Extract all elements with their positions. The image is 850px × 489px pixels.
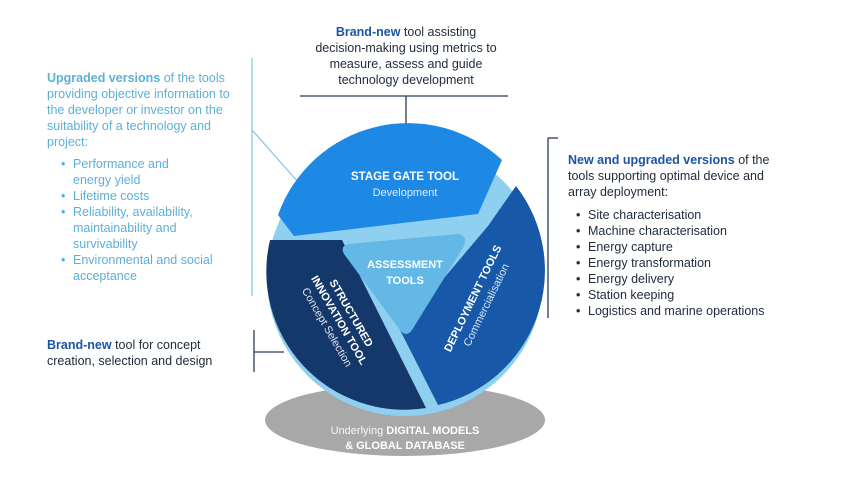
left-note-line1: Upgraded versions of the tools bbox=[47, 70, 252, 86]
right-note-line3: array deployment: bbox=[568, 185, 669, 199]
list-item: Energy delivery bbox=[576, 271, 803, 287]
list-item-line: survivability bbox=[73, 237, 138, 251]
right-note-bold: New and upgraded versions bbox=[568, 153, 735, 167]
bottom-left-note-line2: creation, selection and design bbox=[47, 354, 213, 368]
left-note: Upgraded versions of the tools providing… bbox=[47, 70, 252, 284]
list-item: Machine characterisation bbox=[576, 223, 803, 239]
left-note-line5: project: bbox=[47, 135, 88, 149]
list-item: Site characterisation bbox=[576, 207, 803, 223]
connector-lines bbox=[251, 58, 558, 372]
list-item-line: acceptance bbox=[73, 269, 137, 283]
bottom-left-note: Brand-new tool for concept creation, sel… bbox=[47, 337, 247, 369]
list-item-line: energy yield bbox=[73, 173, 141, 187]
right-note: New and upgraded versions of the tools s… bbox=[568, 152, 803, 319]
top-note-line4: technology development bbox=[338, 73, 474, 87]
deployment-segment bbox=[400, 186, 545, 405]
list-item-line: Lifetime costs bbox=[73, 189, 150, 203]
base-label-light: Underlying bbox=[331, 425, 387, 437]
top-note-line2: decision-making using metrics to bbox=[315, 41, 497, 55]
base-label-bold1: DIGITAL MODELS bbox=[386, 425, 479, 437]
assessment-label-line1: ASSESSMENT bbox=[367, 259, 443, 271]
list-item: Energy capture bbox=[576, 239, 803, 255]
list-item: Station keeping bbox=[576, 287, 803, 303]
assessment-label-line2: TOOLS bbox=[386, 275, 424, 287]
bottom-left-note-line1: Brand-new tool for concept bbox=[47, 337, 247, 353]
stage-gate-title: STAGE GATE TOOL bbox=[351, 171, 459, 183]
bottom-left-note-rest: tool for concept bbox=[111, 338, 201, 352]
list-item: Environmental and social acceptance bbox=[61, 252, 252, 284]
left-note-line3: the developer or investor on the bbox=[47, 103, 223, 117]
top-note-bold: Brand-new bbox=[335, 25, 401, 39]
top-note-line1: Brand-new tool assisting bbox=[300, 24, 512, 40]
stage-gate-segment bbox=[278, 123, 502, 236]
top-note-line3: measure, assess and guide bbox=[329, 57, 483, 71]
list-item: Reliability, availability, maintainabilit… bbox=[61, 204, 252, 252]
list-item-line: maintainability and bbox=[73, 221, 177, 235]
list-item-line: Performance and bbox=[73, 157, 169, 171]
list-item-line: Environmental and social bbox=[73, 253, 213, 267]
base-label-line1: Underlying DIGITAL MODELS bbox=[331, 425, 480, 437]
list-item: Energy transformation bbox=[576, 255, 803, 271]
base-label-bold2: & GLOBAL DATABASE bbox=[345, 440, 465, 452]
right-note-line2: tools supporting optimal device and bbox=[568, 169, 764, 183]
list-item: Logistics and marine operations bbox=[576, 303, 803, 319]
right-note-list: Site characterisation Machine characteri… bbox=[576, 207, 803, 319]
list-item-line: Reliability, availability, bbox=[73, 205, 193, 219]
left-note-line2: providing objective information to bbox=[47, 87, 230, 101]
left-note-rest: of the tools bbox=[160, 71, 225, 85]
top-note-rest: tool assisting bbox=[400, 25, 477, 39]
left-note-bold: Upgraded versions bbox=[47, 71, 161, 85]
bottom-left-note-bold: Brand-new bbox=[47, 338, 112, 352]
list-item: Performance and energy yield bbox=[61, 156, 252, 188]
stage-gate-subtitle: Development bbox=[373, 187, 438, 199]
left-note-list: Performance and energy yield Lifetime cos… bbox=[61, 156, 252, 284]
right-note-rest: of the bbox=[734, 153, 770, 167]
assessment-triangle bbox=[342, 234, 466, 334]
list-item: Lifetime costs bbox=[61, 188, 252, 204]
base-ellipse bbox=[265, 384, 545, 456]
top-note: Brand-new tool assisting decision-making… bbox=[300, 24, 512, 88]
right-note-line1: New and upgraded versions of the bbox=[568, 152, 803, 168]
structured-innovation-segment bbox=[266, 240, 426, 410]
left-note-line4: suitability of a technology and bbox=[47, 119, 211, 133]
